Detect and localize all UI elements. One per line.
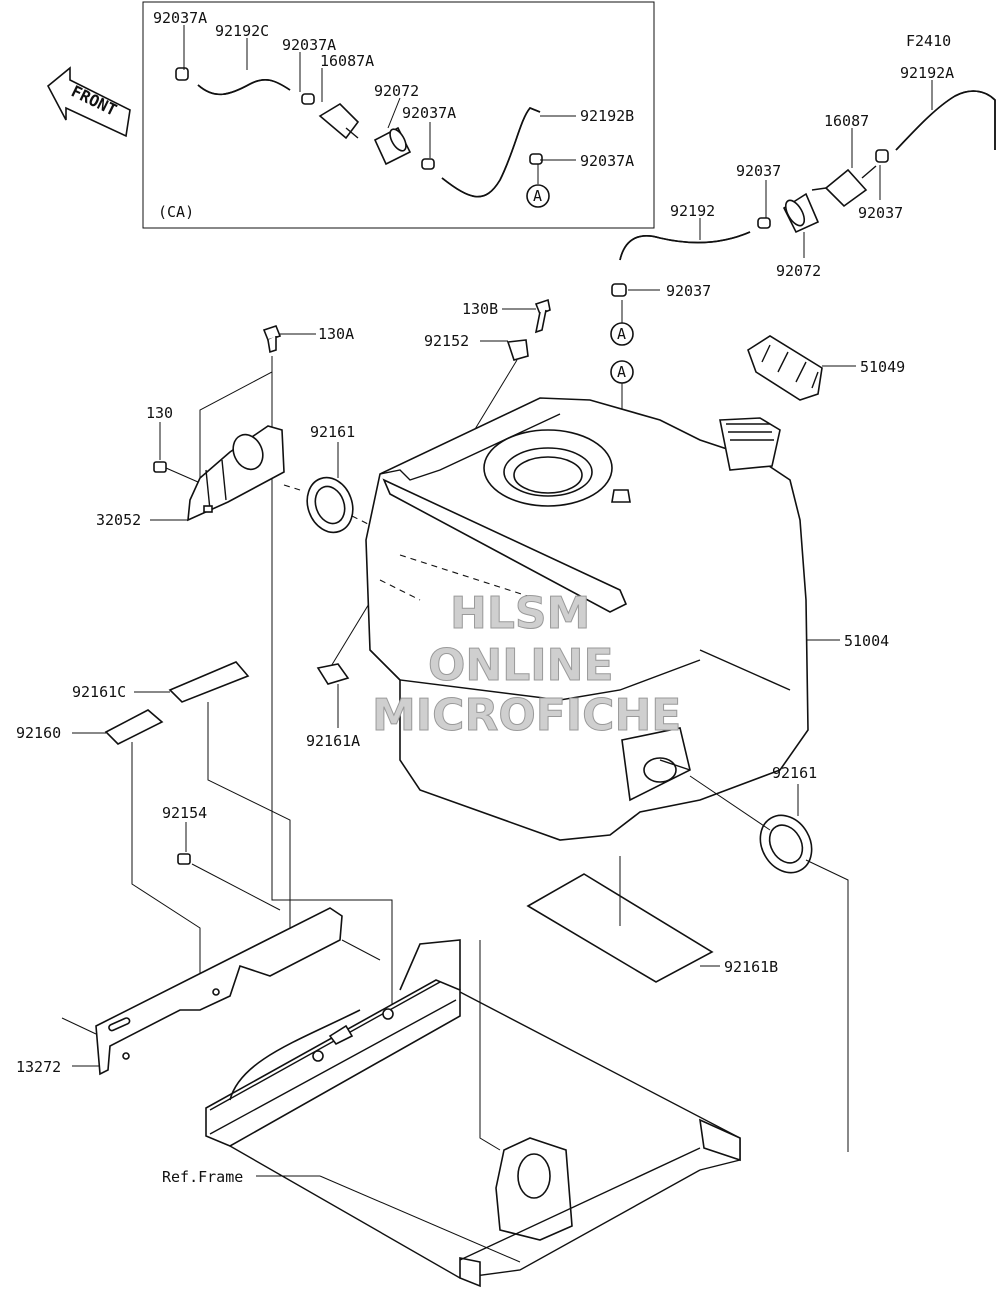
- front-arrow-icon: FRONT: [46, 66, 131, 138]
- grommet-92161-right: [759, 814, 813, 874]
- svg-text:MICROFICHE: MICROFICHE: [372, 690, 681, 741]
- collar-92152: [506, 339, 529, 361]
- label-92037-a: 92037: [858, 204, 903, 222]
- connector-a-inset: [526, 184, 550, 208]
- connector-a-tank-label: A: [617, 363, 626, 381]
- clamp-92037-c: [611, 283, 627, 297]
- ca-inset-box: [142, 1, 655, 229]
- label-ref-frame: Ref.Frame: [162, 1168, 243, 1186]
- label-130B: 130B: [462, 300, 498, 318]
- label-92037A-d: 92037A: [580, 152, 634, 170]
- bolt-130A: [262, 325, 282, 354]
- bracket-32052: [187, 425, 285, 522]
- svg-text:ONLINE: ONLINE: [428, 640, 614, 691]
- label-92072: 92072: [776, 262, 821, 280]
- figure-code: F2410: [906, 32, 951, 50]
- bolt-92154: [177, 853, 191, 865]
- label-92161-right: 92161: [772, 764, 817, 782]
- bolt-130B: [534, 298, 551, 334]
- fuel-cap-51049: [747, 335, 823, 401]
- clamp-92037-a: [875, 149, 889, 163]
- pad-92161C: [168, 661, 250, 703]
- pad-92160: [104, 709, 164, 745]
- grommet-92161-left: [306, 476, 354, 534]
- label-92037A-a: 92037A: [153, 9, 207, 27]
- inset-clamp-92037A-c: [421, 158, 435, 170]
- label-92072-inset: 92072: [374, 82, 419, 100]
- pad-92161B: [526, 873, 714, 983]
- inset-hose-92192B: [441, 107, 541, 198]
- hose-92192A: [895, 90, 996, 151]
- inset-hose-92192C: [197, 78, 291, 96]
- bracket-13272: [95, 907, 343, 1076]
- label-51049: 51049: [860, 358, 905, 376]
- svg-text:HLSM: HLSM: [450, 588, 590, 639]
- inset-label: (CA): [158, 203, 194, 221]
- label-92161C: 92161C: [72, 683, 126, 701]
- label-130: 130: [146, 404, 173, 422]
- label-92161A: 92161A: [306, 732, 360, 750]
- label-92161-left: 92161: [310, 423, 355, 441]
- watermark: HLSM ONLINE MICROFICHE: [372, 588, 682, 742]
- pad-92161A: [316, 663, 350, 685]
- label-16087A: 16087A: [320, 52, 374, 70]
- label-92192B: 92192B: [580, 107, 634, 125]
- connector-a-inset-label: A: [533, 187, 542, 205]
- label-92152: 92152: [424, 332, 469, 350]
- label-92037-c: 92037: [666, 282, 711, 300]
- inset-filter-16087A: [318, 102, 360, 140]
- inset-clamp-92037A-d: [529, 153, 543, 165]
- label-92161B: 92161B: [724, 958, 778, 976]
- bolt-130: [153, 461, 167, 473]
- label-13272: 13272: [16, 1058, 61, 1076]
- label-32052: 32052: [96, 511, 141, 529]
- label-130A: 130A: [318, 325, 354, 343]
- canister-92072: [782, 192, 820, 234]
- label-92154: 92154: [162, 804, 207, 822]
- fuel-tank-51004: [365, 397, 809, 841]
- clamp-92037-b: [757, 217, 771, 229]
- label-92160: 92160: [16, 724, 61, 742]
- label-92192C: 92192C: [215, 22, 269, 40]
- inset-canister-92072: [373, 126, 412, 166]
- ref-frame: [205, 939, 741, 1288]
- hose-92192: [619, 231, 751, 261]
- connector-a-hose-label: A: [617, 325, 626, 343]
- label-92192: 92192: [670, 202, 715, 220]
- label-92192A: 92192A: [900, 64, 954, 82]
- label-92037A-c: 92037A: [402, 104, 456, 122]
- label-51004: 51004: [844, 632, 889, 650]
- filter-16087: [811, 165, 877, 208]
- inset-clamp-92037A-b: [301, 93, 315, 105]
- label-92037A-b: 92037A: [282, 36, 336, 54]
- inset-clamp-92037A-a: [175, 67, 189, 81]
- label-92037-b: 92037: [736, 162, 781, 180]
- label-16087: 16087: [824, 112, 869, 130]
